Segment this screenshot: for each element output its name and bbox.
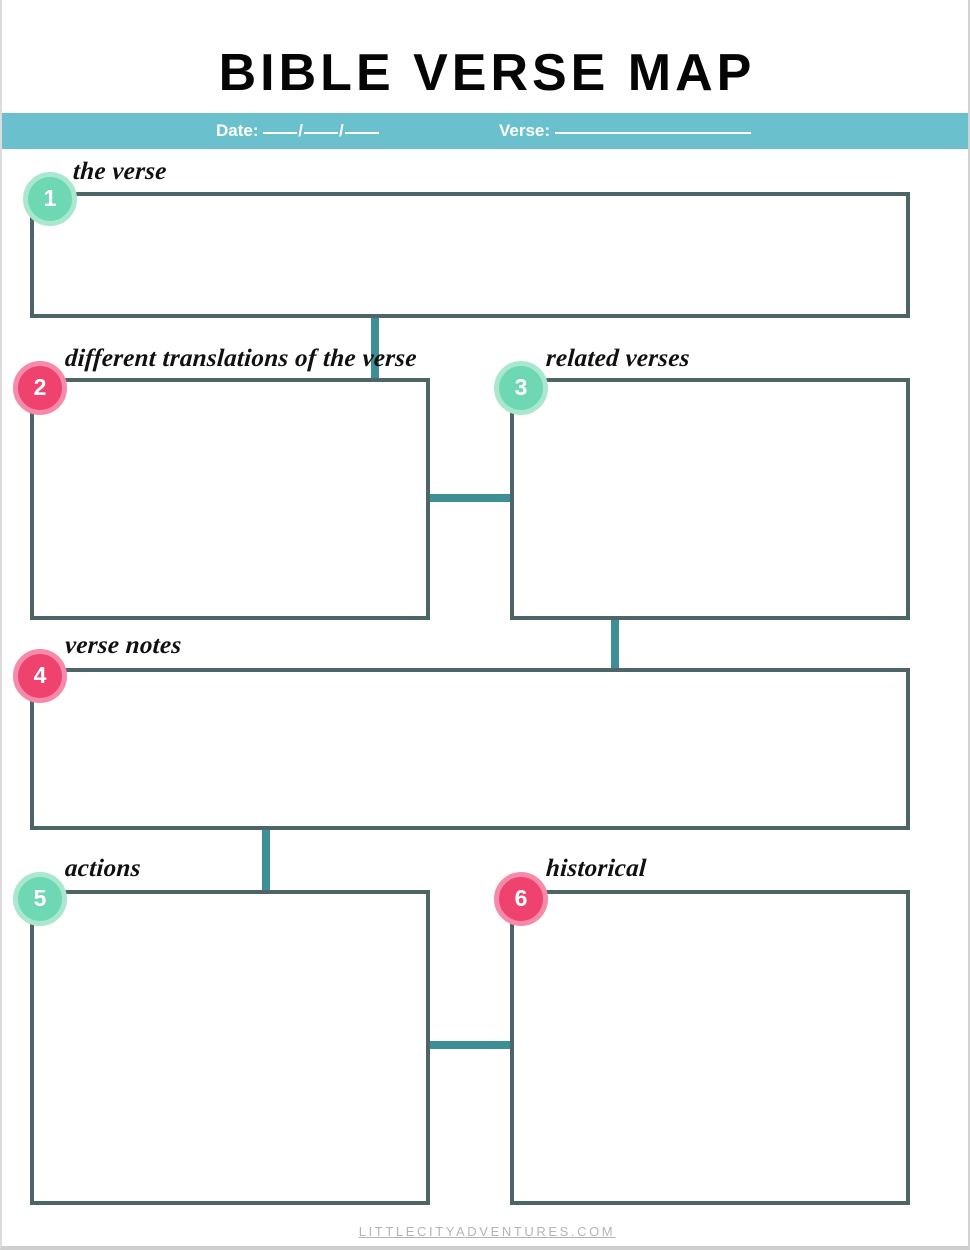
section-4-number: 4 [33,661,47,688]
section-4-box[interactable] [30,668,910,830]
connector-4-to-5 [262,830,270,890]
section-2-number: 2 [33,373,47,400]
section-2-label: different translations of the verse [64,345,418,372]
date-field[interactable]: Date: / / [216,113,379,149]
page-title: BIBLE VERSE MAP [218,44,756,102]
section-5-number: 5 [33,884,47,911]
section-1-box[interactable] [30,192,910,318]
date-separator-2: / [338,121,344,140]
section-1-badge: 1 [23,172,77,226]
connector-3-to-4 [611,620,619,668]
verse-reference-blank[interactable] [554,132,751,134]
date-month-blank[interactable] [263,132,298,134]
date-day-blank[interactable] [303,132,338,134]
section-3-box[interactable] [510,378,910,620]
date-separator-1: / [298,121,303,140]
section-4-label: verse notes [64,632,183,659]
section-2-box[interactable] [30,378,430,620]
verse-field[interactable]: Verse: [499,113,751,149]
section-2-badge: 2 [13,361,67,415]
section-3-label: related verses [545,345,691,372]
section-6-badge: 6 [494,872,548,926]
footer-website[interactable]: LITTLECITYADVENTURES.COM [358,1224,616,1239]
section-3-badge: 3 [494,361,548,415]
section-3-number: 3 [514,373,528,400]
connector-1-to-2 [371,318,379,378]
header-bar: Date: / / Verse: [2,113,968,149]
section-4-badge: 4 [13,649,67,703]
section-6-label: historical [545,855,648,882]
section-1-label: the verse [72,158,168,185]
section-5-box[interactable] [30,890,430,1205]
section-1-number: 1 [43,184,57,211]
verse-label: Verse: [499,121,551,140]
connector-2-to-3 [430,494,514,502]
section-6-number: 6 [514,884,528,911]
section-5-badge: 5 [13,872,67,926]
section-6-box[interactable] [510,890,910,1205]
date-label: Date: [216,121,259,140]
date-year-blank[interactable] [344,132,379,134]
connector-5-to-6 [430,1041,514,1049]
section-5-label: actions [64,855,142,882]
